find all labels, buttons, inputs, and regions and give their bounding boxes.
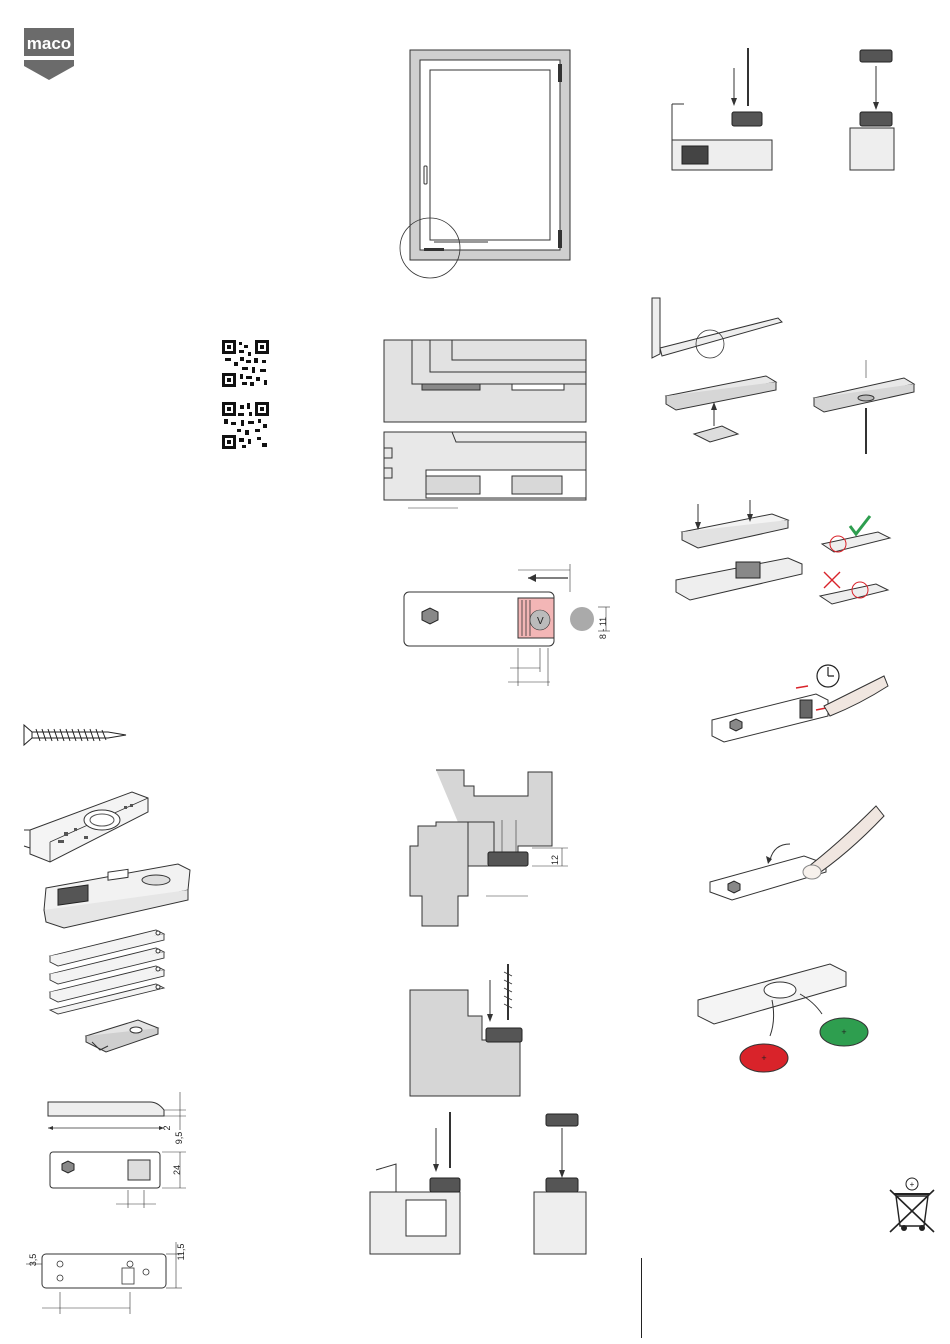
electronic-module-illustration xyxy=(24,790,154,870)
column-divider xyxy=(641,1258,642,1338)
weee-bin-icon: + xyxy=(886,1176,938,1234)
battery-replacement: + + xyxy=(692,960,872,1076)
logo-text: maco xyxy=(27,34,71,53)
v-marker: V xyxy=(537,616,544,627)
dim-plate-width: 11,5 xyxy=(176,1244,186,1261)
wood-profile-section xyxy=(408,766,578,930)
bracket-plate-illustration xyxy=(82,1018,162,1058)
range-label-wrap: 8 - 11 xyxy=(596,612,616,652)
rail-plate-insert xyxy=(664,372,780,452)
profile-depth-label-wrap: 12 xyxy=(546,850,566,874)
pvc-profile-adjust xyxy=(532,1108,592,1258)
check-icon xyxy=(818,512,898,558)
wood-screw-mounting xyxy=(408,960,538,1100)
housing-clip-assembly xyxy=(676,500,808,608)
dim-cover-length: 9,5 xyxy=(174,1132,184,1145)
battery-tab-pull xyxy=(706,660,896,756)
dimension-labels-plate: 3,5 11,5 xyxy=(20,1236,190,1276)
spacer-strips-illustration xyxy=(48,928,168,1018)
alu-profile-adjust xyxy=(836,44,896,174)
window-elevation-drawing xyxy=(398,48,578,286)
qr-code-icon xyxy=(222,340,269,387)
dim-cover-height: 2 xyxy=(162,1125,172,1130)
range-label: 8 - 11 xyxy=(598,617,608,639)
stay-arm-drawing xyxy=(648,294,788,366)
dimension-label-width: 24 xyxy=(168,1156,188,1186)
maco-logo: maco xyxy=(24,28,74,80)
svg-text:+: + xyxy=(761,1053,766,1063)
housing-illustration xyxy=(38,860,198,930)
alu-profile-mounting xyxy=(668,44,778,174)
dimension-labels-side: 2 9,5 xyxy=(160,1108,200,1148)
svg-text:+: + xyxy=(910,1180,915,1189)
cross-icon xyxy=(816,568,896,608)
svg-text:+: + xyxy=(841,1027,846,1037)
cover-adjust-drawing: V xyxy=(400,560,620,690)
pvc-profile-mounting xyxy=(366,1108,466,1258)
rail-plate-screw xyxy=(812,358,916,462)
dim-plate-offset: 3,5 xyxy=(28,1254,38,1267)
qr-code-icon xyxy=(222,402,269,449)
cover-removal xyxy=(708,804,888,910)
profile-depth-label: 12 xyxy=(550,855,560,865)
screw-icon xyxy=(22,724,128,746)
dim-cover-width: 24 xyxy=(172,1165,182,1175)
frame-section-detail xyxy=(382,338,588,502)
